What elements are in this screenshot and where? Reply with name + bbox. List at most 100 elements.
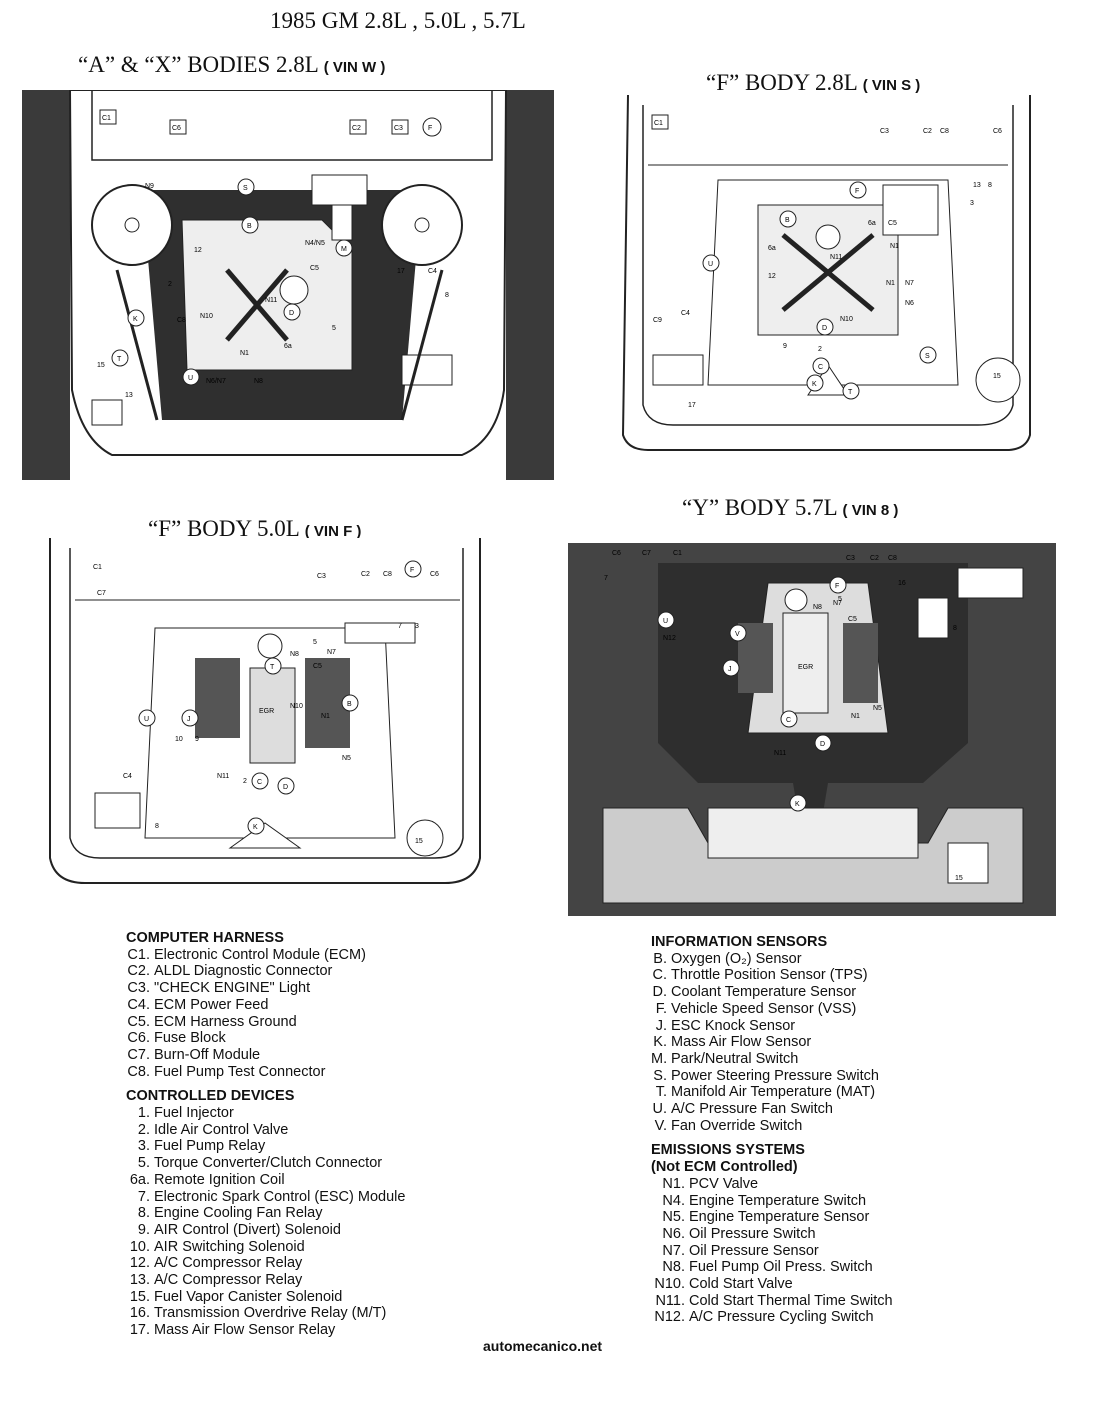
legend-item: K.Mass Air Flow Sensor — [651, 1034, 893, 1051]
legend-item-code: C3. — [127, 980, 150, 997]
legend-item-text: A/C Compressor Relay — [154, 1255, 303, 1272]
svg-text:3: 3 — [415, 623, 419, 630]
legend-item-code: 3. — [137, 1138, 150, 1155]
svg-text:D: D — [822, 325, 827, 332]
svg-text:C2: C2 — [923, 128, 932, 135]
legend-item-code: 15. — [129, 1288, 150, 1305]
legend-item-text: Electronic Spark Control (ESC) Module — [154, 1188, 406, 1205]
svg-text:EGR: EGR — [798, 664, 813, 671]
legend-item: J.ESC Knock Sensor — [651, 1018, 893, 1035]
legend-item-code: N10. — [654, 1276, 685, 1293]
svg-text:C7: C7 — [97, 590, 106, 597]
svg-text:F: F — [428, 125, 432, 132]
legend-item-text: ALDL Diagnostic Connector — [154, 963, 333, 980]
legend-item: 12.A/C Compressor Relay — [126, 1255, 405, 1272]
svg-text:C1: C1 — [673, 550, 682, 557]
svg-text:U: U — [188, 375, 193, 382]
svg-text:K: K — [795, 801, 800, 808]
diagram-vin-f28: ( VIN S ) — [862, 77, 921, 94]
svg-text:D: D — [820, 741, 825, 748]
legend-item: 3.Fuel Pump Relay — [126, 1138, 405, 1155]
legend-item: S.Power Steering Pressure Switch — [651, 1068, 893, 1085]
svg-text:8: 8 — [155, 823, 159, 830]
svg-text:T: T — [117, 356, 122, 363]
legend-item: C.Throttle Position Sensor (TPS) — [651, 967, 893, 984]
svg-text:N8: N8 — [290, 651, 299, 658]
svg-text:K: K — [812, 381, 817, 388]
legend-item-text: Fuse Block — [154, 1030, 226, 1047]
svg-text:N11: N11 — [774, 750, 786, 757]
legend-item: 8.Engine Cooling Fan Relay — [126, 1205, 405, 1222]
legend-item-text: Fan Override Switch — [671, 1117, 803, 1134]
legend-item: F.Vehicle Speed Sensor (VSS) — [651, 1001, 893, 1018]
legend-item-text: Mass Air Flow Sensor — [671, 1034, 812, 1051]
svg-text:6a: 6a — [284, 343, 292, 350]
diagram-title-y57-text: “Y” BODY 5.7L — [682, 495, 837, 520]
svg-text:2: 2 — [818, 346, 822, 353]
legend-item-code: 6a. — [129, 1171, 150, 1188]
svg-text:13: 13 — [125, 392, 133, 399]
svg-text:N5: N5 — [873, 705, 882, 712]
svg-text:C1: C1 — [102, 115, 111, 122]
svg-text:3: 3 — [970, 200, 974, 207]
legend-item-code: 12. — [129, 1255, 150, 1272]
legend-item: C6.Fuse Block — [126, 1030, 405, 1047]
svg-text:J: J — [187, 716, 191, 723]
diagram-title-y57: “Y” BODY 5.7L ( VIN 8 ) — [682, 495, 898, 521]
legend-item-code: N8. — [662, 1259, 685, 1276]
legend-item: C2.ALDL Diagnostic Connector — [126, 963, 405, 980]
diagram-vin-f50: ( VIN F ) — [304, 523, 362, 540]
svg-text:15: 15 — [955, 875, 963, 882]
svg-text:J: J — [728, 666, 732, 673]
legend-item-code: B. — [653, 950, 667, 967]
svg-text:C5: C5 — [848, 616, 857, 623]
legend-item-code: K. — [653, 1034, 667, 1051]
legend-item-code: C2. — [127, 963, 150, 980]
svg-text:N11: N11 — [830, 254, 842, 261]
legend-item-code: N4. — [662, 1192, 685, 1209]
svg-text:N10: N10 — [840, 316, 853, 323]
svg-text:B: B — [247, 223, 252, 230]
legend-item-code: C7. — [127, 1046, 150, 1063]
legend-item-code: C8. — [127, 1063, 150, 1080]
legend-item: 9.AIR Control (Divert) Solenoid — [126, 1222, 405, 1239]
svg-text:EGR: EGR — [259, 708, 274, 715]
svg-text:10: 10 — [175, 736, 183, 743]
svg-text:N10: N10 — [290, 703, 303, 710]
information-sensors-heading: INFORMATION SENSORS — [651, 934, 828, 950]
legend-item-code: N1. — [662, 1175, 685, 1192]
diagram-title-f28-text: “F” BODY 2.8L — [706, 70, 857, 95]
diagram-vin-y57: ( VIN 8 ) — [842, 502, 899, 519]
legend-item: C3."CHECK ENGINE" Light — [126, 980, 405, 997]
legend-item-code: N12. — [654, 1309, 685, 1326]
svg-text:5: 5 — [332, 325, 336, 332]
legend-item-code: 16. — [129, 1305, 150, 1322]
svg-text:C5: C5 — [313, 663, 322, 670]
legend-item-text: AIR Control (Divert) Solenoid — [154, 1221, 341, 1238]
svg-text:F: F — [855, 188, 859, 195]
svg-text:C3: C3 — [394, 125, 403, 132]
svg-text:C6: C6 — [430, 571, 439, 578]
diagram-title-f28: “F” BODY 2.8L ( VIN S ) — [706, 70, 920, 96]
legend-item-code: J. — [655, 1017, 667, 1034]
legend-item-code: N5. — [662, 1209, 685, 1226]
legend-item-code: 1. — [137, 1105, 150, 1122]
legend-item: C8.Fuel Pump Test Connector — [126, 1064, 405, 1081]
diagram-title-ax: “A” & “X” BODIES 2.8L ( VIN W ) — [78, 52, 385, 78]
legend-item-code: 10. — [129, 1238, 150, 1255]
svg-text:N7: N7 — [833, 600, 842, 607]
legend-item-text: Cold Start Thermal Time Switch — [689, 1292, 893, 1309]
svg-text:T: T — [270, 664, 275, 671]
svg-text:8: 8 — [953, 625, 957, 632]
legend-item-text: Mass Air Flow Sensor Relay — [154, 1322, 336, 1339]
svg-text:C4: C4 — [123, 773, 132, 780]
legend-item: N11.Cold Start Thermal Time Switch — [651, 1292, 893, 1310]
legend-item-code: C6. — [127, 1030, 150, 1047]
legend-item-code: M. — [651, 1050, 668, 1067]
legend-item-code: 9. — [137, 1221, 150, 1238]
